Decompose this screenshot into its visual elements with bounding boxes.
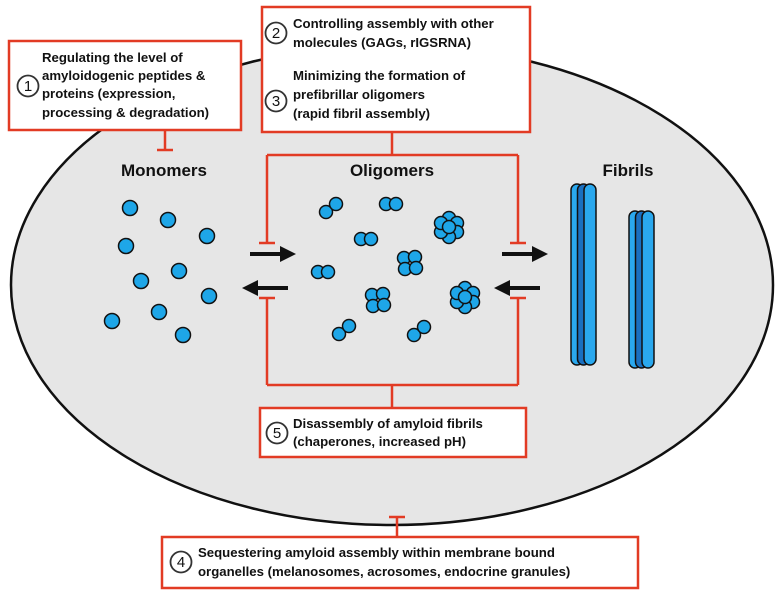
oligomer-icon xyxy=(449,280,481,315)
oligomer-icon xyxy=(331,318,357,342)
oligomer-icon xyxy=(433,210,465,245)
step-box-5: 5 Disassembly of amyloid fibrils (chaper… xyxy=(258,406,528,459)
fibril-icon xyxy=(628,210,655,369)
step-text-line: (chaperones, increased pH) xyxy=(293,434,466,449)
monomer-icon xyxy=(132,272,150,290)
oligomer-subunit xyxy=(318,204,334,220)
step-number: 5 xyxy=(273,425,281,442)
step-box-4: 4 Sequestering amyloid assembly within m… xyxy=(160,535,640,590)
step-text-line: molecules (GAGs, rIGSRNA) xyxy=(293,35,471,50)
oligomer-icon xyxy=(353,231,379,247)
step-box-1: 1 Regulating the level of amyloidogenic … xyxy=(7,39,243,132)
oligomer-subunit xyxy=(457,289,473,305)
step-number-circle xyxy=(264,89,288,113)
monomer-icon xyxy=(200,287,218,305)
reverse-arrow-icon xyxy=(494,280,540,296)
oligomer-icon xyxy=(310,264,336,280)
inhibition-connectors xyxy=(157,130,526,536)
monomer-icon xyxy=(159,211,177,229)
oligomer-icon xyxy=(396,249,424,277)
oligomer-subunit xyxy=(320,264,336,280)
step-text-line: amyloidogenic peptides & xyxy=(42,68,206,83)
forward-arrow-icon xyxy=(502,246,548,262)
step-text-line: Sequestering amyloid assembly within mem… xyxy=(198,545,555,560)
oligomer-icon xyxy=(318,196,344,220)
oligomer-subunit xyxy=(416,319,432,335)
reverse-arrow-icon xyxy=(242,280,288,296)
oligomer-subunit xyxy=(406,327,422,343)
step-text-line: processing & degradation) xyxy=(42,105,209,120)
step-number-circle xyxy=(264,21,288,45)
step-box-2-3: 2 Controlling assembly with other molecu… xyxy=(260,5,532,134)
step-number: 3 xyxy=(272,93,280,110)
stage-label-fibrils: Fibrils xyxy=(602,161,653,180)
oligomer-subunit xyxy=(363,231,379,247)
monomer-icon xyxy=(103,312,121,330)
forward-arrow-icon xyxy=(250,246,296,262)
monomer-icon xyxy=(117,237,135,255)
oligomer-subunit xyxy=(331,326,347,342)
step-number: 4 xyxy=(177,554,185,571)
step-number-circle xyxy=(265,421,289,445)
step-text-line: (rapid fibril assembly) xyxy=(293,106,430,121)
step-text-line: organelles (melanosomes, acrosomes, endo… xyxy=(198,564,570,579)
monomer-icon xyxy=(150,303,168,321)
monomer-group xyxy=(103,199,218,344)
step-text-line: Minimizing the formation of xyxy=(293,68,466,83)
oligomer-icon xyxy=(364,286,392,314)
oligomer-icon xyxy=(378,196,404,212)
stage-label-oligomers: Oligomers xyxy=(350,161,434,180)
oligomer-icon xyxy=(406,319,432,343)
oligomer-subunit xyxy=(328,196,344,212)
monomer-icon xyxy=(198,227,216,245)
oligomer-group xyxy=(310,196,481,343)
oligomer-subunit xyxy=(376,297,392,313)
fibril-icon xyxy=(570,183,597,366)
step-number-circle xyxy=(16,74,40,98)
monomer-icon xyxy=(170,262,188,280)
step-text-line: prefibrillar oligomers xyxy=(293,87,425,102)
step-number-circle xyxy=(169,550,193,574)
fibril-strand xyxy=(583,183,597,366)
oligomer-subunit xyxy=(441,219,457,235)
step-text-line: proteins (expression, xyxy=(42,86,175,101)
step-text-line: Regulating the level of xyxy=(42,50,183,65)
fibril-group xyxy=(570,183,655,369)
step-text-line: Disassembly of amyloid fibrils xyxy=(293,416,483,431)
step-text-line: Controlling assembly with other xyxy=(293,16,494,31)
stage-label-monomers: Monomers xyxy=(121,161,207,180)
monomer-icon xyxy=(121,199,139,217)
step-number: 2 xyxy=(272,25,280,42)
monomer-icon xyxy=(174,326,192,344)
oligomer-subunit xyxy=(341,318,357,334)
step-number: 1 xyxy=(24,78,32,95)
fibril-strand xyxy=(641,210,655,369)
oligomer-subunit xyxy=(408,260,424,276)
oligomer-subunit xyxy=(388,196,404,212)
